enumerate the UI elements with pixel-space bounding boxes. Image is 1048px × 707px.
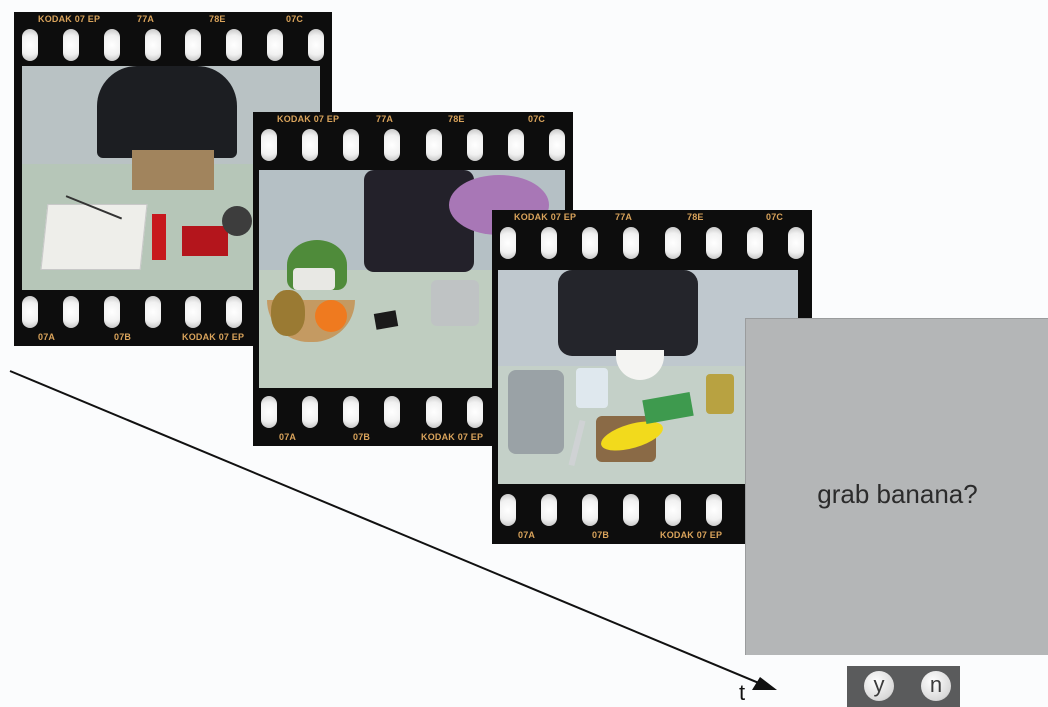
- sprocket-hole: [185, 296, 202, 328]
- sprocket-hole: [746, 227, 763, 259]
- yes-key-button[interactable]: y: [864, 671, 894, 701]
- sprocket-hole: [267, 29, 284, 61]
- film-edge-code: 78E: [687, 212, 704, 222]
- sprocket-hole: [226, 296, 243, 328]
- sprocket-hole: [22, 29, 38, 61]
- film-edge-code: 77A: [615, 212, 633, 222]
- film-edge-code: 77A: [137, 14, 155, 24]
- tape-roll: [222, 206, 252, 236]
- plant-pot: [293, 268, 335, 290]
- pineapple: [271, 290, 305, 336]
- sprocket-holes: [500, 227, 804, 259]
- person: [97, 66, 237, 158]
- film-edge-code: 78E: [448, 114, 465, 124]
- film-edge-code: KODAK 07 EP: [514, 212, 577, 222]
- sprocket-hole: [425, 129, 442, 161]
- sprocket-hole: [62, 296, 79, 328]
- film-edge-code: 07A: [38, 332, 56, 342]
- sprocket-hole: [302, 396, 319, 428]
- sprocket-hole: [466, 129, 483, 161]
- cup: [576, 368, 608, 408]
- sprocket-hole: [548, 129, 565, 161]
- jar: [706, 374, 734, 414]
- film-edge-code: KODAK 07 EP: [421, 432, 484, 442]
- sprocket-hole: [582, 227, 599, 259]
- sprocket-hole: [384, 396, 401, 428]
- person: [558, 270, 698, 356]
- sprocket-hole: [302, 129, 319, 161]
- hole-punch: [182, 226, 228, 256]
- cutlery-holder: [508, 370, 564, 454]
- sprocket-hole: [507, 129, 524, 161]
- sprocket-hole: [144, 29, 161, 61]
- sprocket-hole: [466, 396, 483, 428]
- sprocket-hole: [664, 494, 681, 526]
- sprocket-holes: [261, 129, 565, 161]
- film-edge-code: 07C: [766, 212, 784, 222]
- cardboard-box: [132, 150, 214, 190]
- sprocket-hole: [22, 296, 38, 328]
- film-edge-code: KODAK 07 EP: [182, 332, 245, 342]
- sprocket-hole: [787, 227, 804, 259]
- time-axis-label: t: [739, 680, 746, 705]
- sprocket-hole: [500, 227, 516, 259]
- film-edge-code: 77A: [376, 114, 394, 124]
- sprocket-hole: [307, 29, 324, 61]
- sprocket-hole: [343, 129, 360, 161]
- stapler: [152, 214, 166, 260]
- sprocket-hole: [705, 494, 722, 526]
- sprocket-hole: [144, 296, 161, 328]
- film-edge-code: KODAK 07 EP: [277, 114, 340, 124]
- person: [364, 170, 474, 272]
- sprocket-hole: [343, 396, 360, 428]
- sprocket-hole: [261, 129, 277, 161]
- film-edge-code: 07B: [353, 432, 371, 442]
- film-edge-code: KODAK 07 EP: [38, 14, 101, 24]
- film-edge-code: 07B: [592, 530, 610, 540]
- sprocket-hole: [623, 494, 640, 526]
- sprocket-holes: [22, 29, 324, 61]
- sprocket-hole: [541, 227, 558, 259]
- sprocket-hole: [582, 494, 599, 526]
- sprocket-hole: [705, 227, 722, 259]
- sprocket-hole: [500, 494, 516, 526]
- film-edge-code: 07A: [518, 530, 536, 540]
- question-text: grab banana?: [817, 479, 978, 509]
- response-key-bar: y n: [847, 666, 960, 707]
- arrow-head-icon: [752, 677, 777, 690]
- orange: [315, 300, 347, 332]
- film-edge-code: 07C: [286, 14, 304, 24]
- watering-can: [431, 280, 479, 326]
- no-key-button[interactable]: n: [921, 671, 951, 701]
- sprocket-hole: [541, 494, 558, 526]
- sprocket-hole: [103, 296, 120, 328]
- sprocket-hole: [62, 29, 79, 61]
- sprocket-hole: [185, 29, 202, 61]
- film-edge-code: 07C: [528, 114, 546, 124]
- sprocket-hole: [261, 396, 277, 428]
- sprocket-hole: [226, 29, 243, 61]
- sprocket-hole: [103, 29, 120, 61]
- sprocket-hole: [384, 129, 401, 161]
- sprocket-hole: [664, 227, 681, 259]
- film-edge-code: 07A: [279, 432, 297, 442]
- question-panel: grab banana?: [745, 318, 1048, 655]
- film-edge-code: 78E: [209, 14, 226, 24]
- sprocket-hole: [623, 227, 640, 259]
- sprocket-hole: [425, 396, 442, 428]
- film-edge-code: 07B: [114, 332, 132, 342]
- film-edge-code: KODAK 07 EP: [660, 530, 723, 540]
